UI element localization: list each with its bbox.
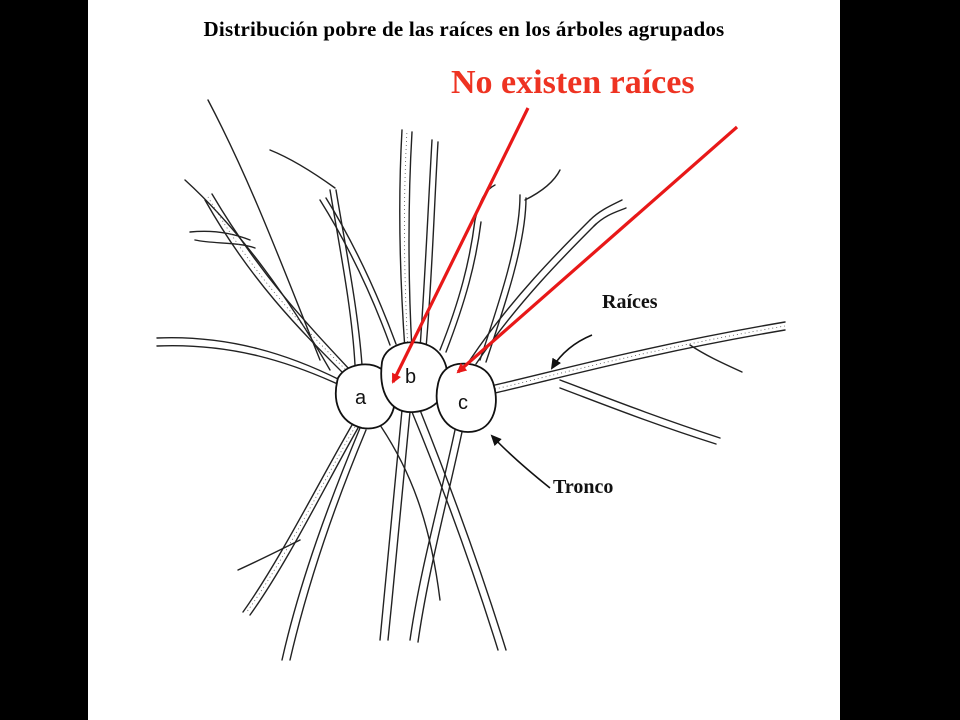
roots	[156, 99, 786, 661]
root-c-4	[479, 194, 527, 363]
root-down-branch	[237, 539, 301, 571]
root-texture-4	[245, 426, 356, 614]
diagram-panel	[88, 0, 840, 720]
root-down-2	[281, 427, 367, 661]
root-c-1b	[589, 199, 627, 227]
trunk-label: Tronco	[553, 476, 614, 498]
root-c-3	[559, 379, 721, 445]
trunk-c-label: c	[458, 392, 468, 414]
root-texture-2	[404, 130, 409, 351]
trunk-a-label: a	[355, 387, 367, 409]
trunk-b	[380, 341, 449, 413]
root-down-3	[379, 409, 411, 641]
red-arrow-right	[456, 125, 739, 374]
trunks: a b c	[334, 341, 497, 433]
root-down-5	[409, 429, 463, 643]
slide-title: Distribución pobre de las raíces en los …	[203, 17, 725, 41]
root-c-2b	[689, 344, 743, 373]
root-b-1	[399, 129, 413, 351]
root-b-3	[319, 197, 397, 346]
root-down-6	[379, 424, 441, 601]
root-down-4	[411, 409, 507, 651]
root-a-3	[184, 99, 331, 371]
root-c-4b	[524, 169, 561, 201]
root-c-2	[494, 321, 786, 394]
root-a-2	[156, 337, 343, 387]
root-texture-3	[494, 325, 786, 390]
red-arrow-left	[391, 107, 530, 384]
trunk-pointer-arrow	[490, 434, 551, 489]
root-b-2	[419, 139, 439, 349]
root-texture-1	[207, 196, 349, 373]
trunk-c	[435, 362, 497, 433]
root-b-4b	[474, 184, 496, 221]
no-roots-label: No existen raíces	[451, 64, 695, 101]
roots-pointer-arrow	[550, 334, 593, 370]
root-a-branch	[189, 230, 256, 249]
root-a-1	[204, 193, 351, 376]
root-down-1	[242, 424, 359, 616]
trunk-b-label: b	[405, 366, 416, 388]
roots-label: Raíces	[602, 291, 658, 313]
root-a-4b	[269, 149, 336, 189]
root-b-4	[439, 219, 482, 353]
root-a-4	[329, 189, 363, 366]
